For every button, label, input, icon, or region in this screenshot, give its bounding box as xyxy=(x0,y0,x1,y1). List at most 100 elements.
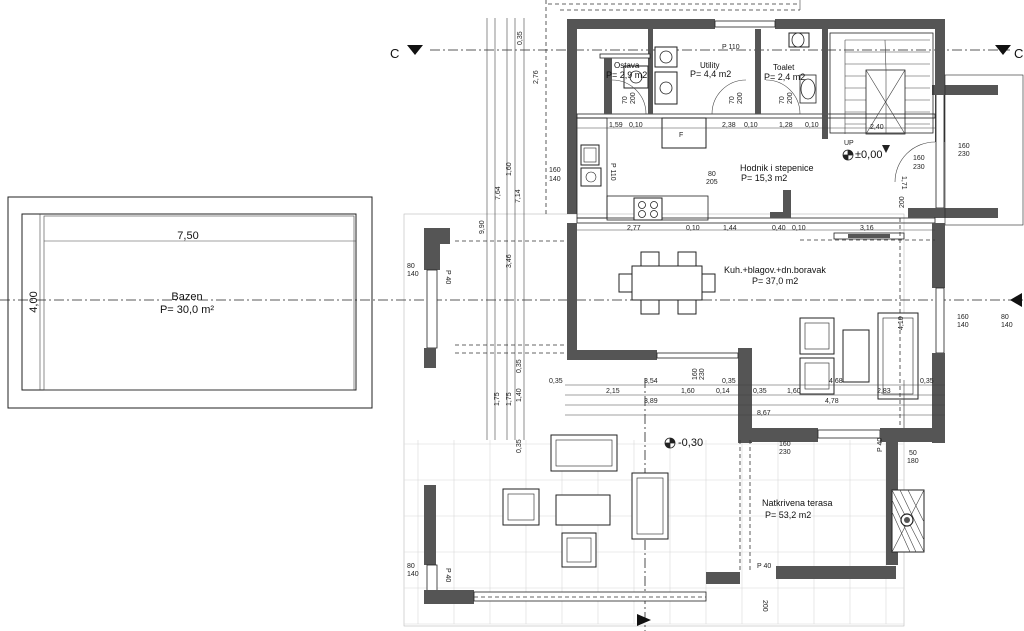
horizontal-dimension-lines xyxy=(455,127,945,598)
terrace-table xyxy=(555,494,611,526)
room-terasa-name: Natkrivena terasa xyxy=(762,498,833,508)
svg-text:70: 70 xyxy=(622,96,629,104)
room-hodnik-name: Hodnik i stepenice xyxy=(740,163,814,173)
svg-text:2,76: 2,76 xyxy=(533,70,540,84)
stairs-direction-arrow-icon xyxy=(882,145,890,153)
pool-width-label: 7,50 xyxy=(177,230,198,242)
furniture xyxy=(502,232,919,568)
svg-text:80: 80 xyxy=(1001,314,1009,321)
terrace-sofa-2 xyxy=(631,472,669,540)
svg-text:200: 200 xyxy=(899,196,906,208)
section-arrow-left-icon xyxy=(407,45,423,55)
toilet-icon xyxy=(791,32,805,48)
svg-text:1,44: 1,44 xyxy=(723,225,737,232)
level-main-label: ±0,00 xyxy=(855,149,882,161)
svg-text:140: 140 xyxy=(957,322,969,329)
room-ostava-area: P= 2,9 m2 xyxy=(606,70,647,80)
room-ostava-name: Ostava xyxy=(614,61,640,70)
stairs-up-label: UP xyxy=(844,140,854,147)
svg-text:140: 140 xyxy=(407,571,419,578)
svg-text:2,83: 2,83 xyxy=(877,388,891,395)
svg-text:P 40: P 40 xyxy=(444,568,451,582)
room-kuhinja-area: P= 37,0 m2 xyxy=(752,276,798,286)
svg-text:7,64: 7,64 xyxy=(495,186,502,200)
svg-text:160: 160 xyxy=(549,167,561,174)
svg-text:200: 200 xyxy=(787,92,794,104)
vertical-dimension-lines xyxy=(486,0,801,440)
svg-text:1,60: 1,60 xyxy=(681,388,695,395)
level-marker-terrace: -0,30 xyxy=(664,437,703,449)
svg-text:3,46: 3,46 xyxy=(506,254,513,268)
svg-text:0,10: 0,10 xyxy=(792,225,806,232)
svg-text:0,35: 0,35 xyxy=(516,359,523,373)
svg-text:230: 230 xyxy=(699,368,706,380)
svg-text:200: 200 xyxy=(630,92,637,104)
svg-text:1,28: 1,28 xyxy=(779,122,793,129)
svg-text:0,35: 0,35 xyxy=(516,439,523,453)
svg-text:2,40: 2,40 xyxy=(870,124,884,131)
svg-text:230: 230 xyxy=(958,151,970,158)
svg-text:1,60: 1,60 xyxy=(787,388,801,395)
svg-text:0,10: 0,10 xyxy=(744,122,758,129)
fridge-icon xyxy=(661,117,707,149)
room-toalet-area: P= 2,4 m2 xyxy=(764,72,805,82)
cooktop-icon xyxy=(633,197,663,221)
dining-table xyxy=(631,265,703,301)
section-axes: C C xyxy=(0,45,1024,631)
svg-text:0,35: 0,35 xyxy=(549,378,563,385)
svg-text:P 110: P 110 xyxy=(609,163,616,181)
room-labels: Ostava P= 2,9 m2 Utility P= 4,4 m2 Toale… xyxy=(606,61,833,520)
vertical-dimension-labels: 0,35 2,76 7,64 1,60 7,14 9,90 3,46 0,35 … xyxy=(479,31,540,453)
coffee-table xyxy=(842,329,870,383)
pool: 7,50 4,00 Bazen P= 30,0 m² xyxy=(7,196,373,409)
terrace-sofa xyxy=(550,434,618,472)
svg-text:1,75: 1,75 xyxy=(506,392,513,406)
terrace-armchair xyxy=(502,488,540,526)
svg-text:3,54: 3,54 xyxy=(644,378,658,385)
svg-text:1,59: 1,59 xyxy=(609,122,623,129)
room-terasa-area: P= 53,2 m2 xyxy=(765,510,811,520)
svg-text:2,77: 2,77 xyxy=(627,225,641,232)
svg-text:1,40: 1,40 xyxy=(516,388,523,402)
svg-text:4,78: 4,78 xyxy=(825,398,839,405)
svg-text:230: 230 xyxy=(913,164,925,171)
svg-text:0,10: 0,10 xyxy=(629,122,643,129)
svg-text:160: 160 xyxy=(692,368,699,380)
room-kuhinja-name: Kuh.+blagov.+dn.boravak xyxy=(724,265,826,275)
svg-text:70: 70 xyxy=(779,96,786,104)
axis-arrow-bottom-icon xyxy=(637,614,651,626)
svg-text:80: 80 xyxy=(708,171,716,178)
level-terrace-label: -0,30 xyxy=(678,437,703,449)
pool-area-label: P= 30,0 m² xyxy=(160,304,214,316)
axis-arrow-right-icon xyxy=(1010,293,1022,307)
svg-text:0,40: 0,40 xyxy=(772,225,786,232)
svg-text:2,15: 2,15 xyxy=(606,388,620,395)
sofa xyxy=(877,312,919,400)
svg-text:0,10: 0,10 xyxy=(686,225,700,232)
svg-text:P 110: P 110 xyxy=(722,44,740,51)
pool-name-label: Bazen xyxy=(171,291,202,303)
svg-text:160: 160 xyxy=(958,143,970,150)
svg-text:80: 80 xyxy=(407,263,415,270)
svg-text:0,14: 0,14 xyxy=(716,388,730,395)
svg-text:80: 80 xyxy=(407,563,415,570)
armchair xyxy=(799,317,835,355)
svg-text:0,35: 0,35 xyxy=(722,378,736,385)
section-mark-left: C xyxy=(390,46,399,61)
svg-text:1,71: 1,71 xyxy=(900,176,907,190)
level-marks: ±0,00 -0,30 xyxy=(664,149,882,449)
door-swings xyxy=(611,79,936,183)
svg-text:70: 70 xyxy=(729,96,736,104)
svg-text:160: 160 xyxy=(957,314,969,321)
svg-text:1,75: 1,75 xyxy=(494,392,501,406)
svg-text:4,68: 4,68 xyxy=(829,378,843,385)
svg-text:200: 200 xyxy=(761,600,768,612)
svg-text:P 40: P 40 xyxy=(877,438,884,452)
room-toalet-name: Toalet xyxy=(773,63,795,72)
kitchen-sink-icon xyxy=(580,144,600,166)
svg-text:140: 140 xyxy=(1001,322,1013,329)
room-hodnik-area: P= 15,3 m2 xyxy=(741,173,787,183)
sink-icon xyxy=(800,78,816,100)
svg-text:0,35: 0,35 xyxy=(920,378,934,385)
